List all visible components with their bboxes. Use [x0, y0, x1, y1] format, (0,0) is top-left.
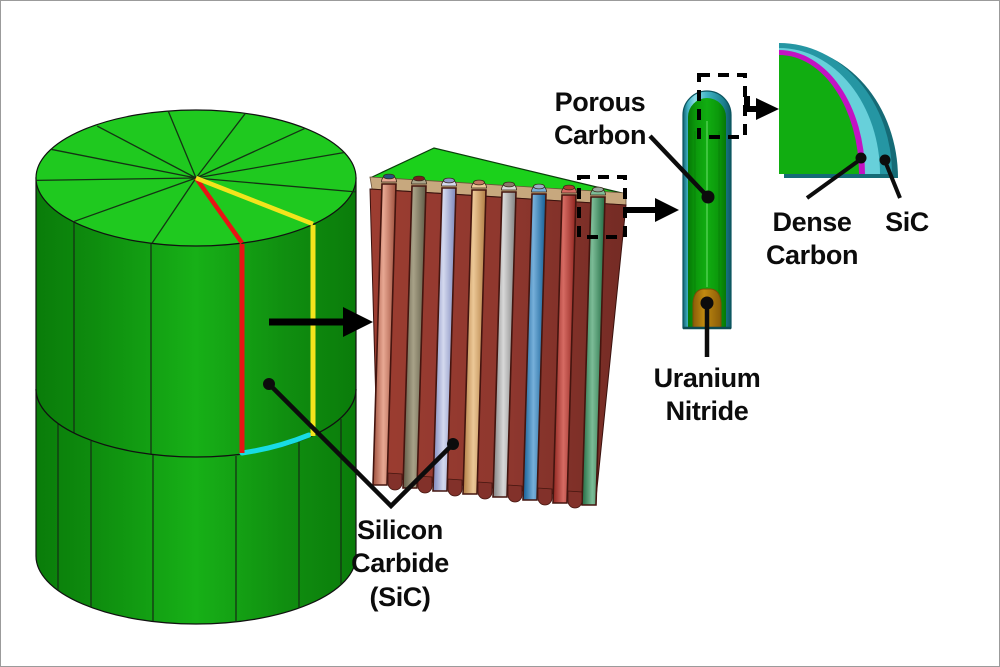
- arrow-rodtip-to-detail-icon: [744, 96, 779, 120]
- leader-silicon-carbide: [267, 382, 455, 510]
- single-fuel-rod: [682, 73, 747, 330]
- detail-porous-carbon-core: [779, 55, 859, 174]
- arrow-cylinder-to-wedge-icon: [269, 307, 373, 337]
- label-uranium-nitride: Uranium Nitride: [653, 363, 761, 427]
- label-porous-carbon: Porous Carbon: [553, 87, 647, 151]
- arrow-wedge-to-rod-icon: [624, 198, 679, 222]
- cyan-seam-highlight: [239, 432, 312, 456]
- label-dense-carbon: Dense Carbon: [765, 207, 859, 271]
- sector-lines: [36, 110, 356, 244]
- leader-lines: [263, 134, 902, 510]
- leader-sic: [883, 160, 902, 199]
- label-silicon-carbide: Silicon Carbide (SiC): [351, 515, 449, 612]
- fuel-assembly-cylinder: [35, 109, 357, 625]
- flow-arrows: [269, 96, 779, 337]
- rod-cross-section-detail: [779, 43, 898, 178]
- wedge-cutout: [369, 147, 627, 509]
- fuel-rod-array: [372, 183, 606, 506]
- rod-top-domes: [381, 173, 606, 196]
- label-sic: SiC: [885, 207, 929, 237]
- leader-porous-carbon: [648, 134, 710, 199]
- scalloped-bottom-edge: [387, 472, 583, 509]
- leader-dense-carbon: [805, 157, 863, 200]
